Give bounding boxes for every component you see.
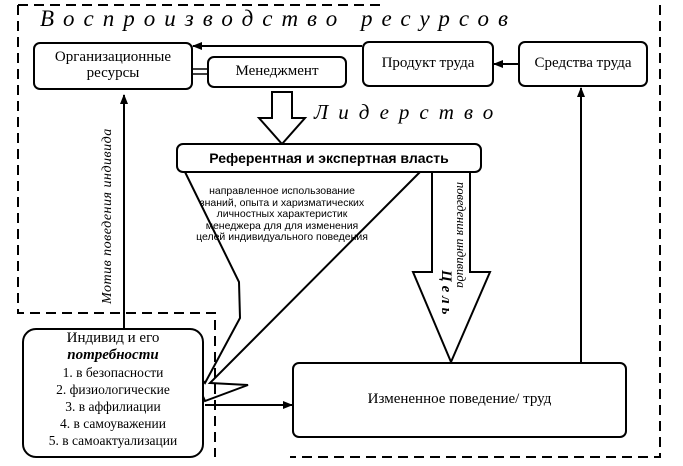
- need-item-2: 2. физиологические: [56, 382, 170, 397]
- motive-label: Мотив поведения индивида: [100, 128, 115, 304]
- node-labor-product[interactable]: Продукт труда: [362, 41, 494, 87]
- node-referent-power-label: Референтная и экспертная власть: [209, 149, 449, 166]
- individual-title: Индивид и его: [66, 330, 160, 346]
- arrow-goal: [411, 171, 492, 365]
- node-changed-behavior[interactable]: Измененное поведение/ труд: [292, 362, 627, 438]
- individual-subtitle: потребности: [67, 347, 159, 363]
- node-individual[interactable]: [22, 328, 204, 458]
- need-item-3: 3. в аффилиации: [65, 399, 161, 414]
- reproduction-title: Воспроизводство ресурсов: [40, 6, 517, 31]
- need-item-1: 1. в безопасности: [62, 365, 164, 380]
- reproduction-dashed-frame: [17, 4, 661, 458]
- need-item-5: 5. в самоактуализации: [48, 433, 178, 448]
- node-changed-behavior-label: Измененное поведение/ труд: [367, 391, 552, 408]
- callout-text: направленное использование знаний, опыта…: [196, 185, 368, 243]
- node-labor-product-label: Продукт труда: [381, 55, 475, 72]
- node-labor-means-label: Средства труда: [534, 55, 632, 72]
- node-management[interactable]: Менеджмент: [207, 56, 347, 88]
- node-org-resources-label: Организационные ресурсы: [54, 49, 172, 81]
- node-org-resources[interactable]: Организационные ресурсы: [33, 42, 193, 90]
- goal-label-sub: поведения индивида: [454, 182, 468, 288]
- leadership-title: Лидерство: [314, 100, 504, 124]
- node-labor-means[interactable]: Средства труда: [518, 41, 648, 87]
- node-referent-power[interactable]: Референтная и экспертная власть: [176, 143, 482, 173]
- need-item-4: 4. в самоуважении: [60, 416, 166, 431]
- arrow-management-to-power: [256, 91, 308, 146]
- individual-needs: Индивид и его потребности 1. в безопасно…: [22, 330, 204, 449]
- goal-label-main: Цель: [438, 270, 454, 319]
- node-management-label: Менеджмент: [235, 63, 319, 80]
